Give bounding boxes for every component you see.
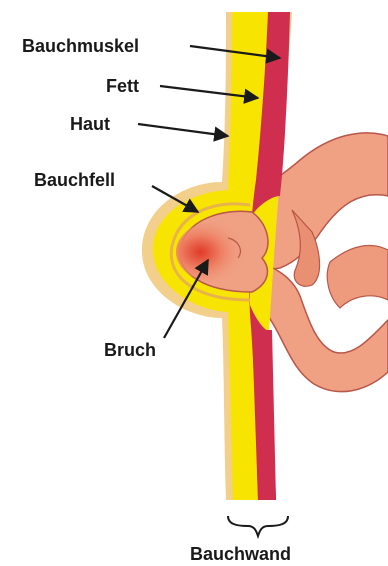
- label-skin: Haut: [70, 114, 110, 134]
- arrow-skin: [138, 124, 228, 136]
- label-abdominal-muscle: Bauchmuskel: [22, 36, 139, 56]
- abdominal-wall-brace: [228, 516, 288, 536]
- label-peritoneum: Bauchfell: [34, 170, 115, 190]
- label-abdominal-wall: Bauchwand: [190, 544, 291, 564]
- intestine-loop-right: [327, 246, 388, 308]
- label-hernia: Bruch: [104, 340, 156, 360]
- label-fat: Fett: [106, 76, 139, 96]
